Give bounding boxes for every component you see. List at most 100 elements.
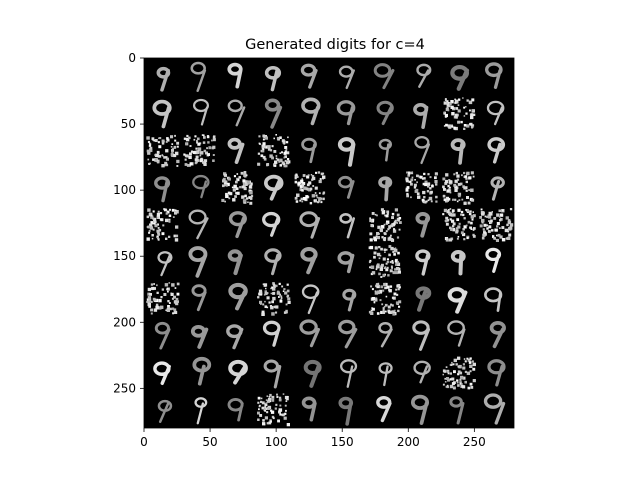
digit-tile	[264, 65, 282, 92]
digit-tile	[442, 356, 476, 390]
digit-tile	[227, 398, 244, 422]
x-tick-label: 250	[463, 435, 486, 449]
digit-tile	[227, 99, 246, 127]
y-tick-label: 150	[113, 249, 136, 263]
digit-tile	[156, 66, 171, 92]
digit-tile	[340, 359, 358, 388]
digit-tile	[414, 136, 431, 165]
digit-tile	[376, 100, 394, 126]
digit-tile	[257, 393, 290, 427]
digit-tile	[337, 251, 355, 274]
digit-tile	[299, 319, 320, 348]
digit-tile	[301, 284, 320, 315]
digit-tile	[447, 287, 468, 314]
digit-tile	[157, 251, 173, 277]
digit-tile	[294, 171, 326, 205]
digit-tile	[410, 394, 430, 425]
y-tick-label: 0	[128, 51, 136, 65]
digit-tile	[483, 393, 506, 425]
digit-tile	[338, 65, 355, 90]
digit-tile	[300, 63, 318, 89]
digit-tile	[486, 100, 505, 126]
digit-tile	[227, 249, 243, 276]
digit-tile	[300, 247, 318, 275]
digit-tile	[190, 61, 207, 93]
digit-tile	[194, 397, 208, 425]
digit-tile	[263, 174, 284, 201]
digit-tile	[228, 211, 247, 239]
digit-tile	[378, 176, 393, 202]
y-tick-label: 200	[113, 315, 136, 329]
digit-tile	[368, 282, 402, 316]
digit-tile	[146, 208, 179, 242]
x-tick-label: 150	[331, 435, 354, 449]
digit-tile	[490, 176, 505, 201]
digit-tile	[157, 399, 173, 423]
digit-tile	[447, 320, 466, 347]
image-panel	[143, 57, 515, 429]
digit-tile	[378, 362, 393, 387]
digit-tile	[339, 213, 355, 239]
digit-tile	[413, 103, 429, 129]
digit-tile	[337, 175, 355, 199]
digit-tile	[442, 171, 475, 205]
digit-tile	[485, 247, 502, 273]
digit-tile	[413, 360, 431, 384]
y-axis: 0 50 100 150 200 250	[113, 51, 144, 395]
digit-tile	[484, 287, 503, 312]
digit-tile	[369, 208, 402, 242]
digit-tile	[450, 138, 466, 165]
digit-tile	[450, 250, 466, 276]
digit-tile	[368, 245, 401, 278]
digit-tile	[487, 359, 506, 387]
digit-tile	[337, 137, 356, 167]
digit-tile	[263, 359, 282, 389]
digit-tile	[415, 212, 431, 238]
digit-tile	[489, 321, 506, 349]
digit-tile	[264, 98, 283, 129]
digit-tile	[487, 137, 506, 164]
digit-tile	[192, 98, 210, 126]
digit-tile	[484, 62, 503, 89]
digit-tile	[378, 322, 393, 348]
digit-tile	[257, 282, 291, 316]
digit-tile	[336, 100, 356, 126]
digit-tile	[227, 137, 245, 164]
x-tick-label: 200	[397, 435, 420, 449]
digit-tile	[378, 138, 393, 162]
digit-tile	[228, 282, 248, 311]
digit-tile	[221, 171, 254, 205]
digit-tile	[191, 284, 207, 312]
digit-tile	[264, 248, 282, 276]
digit-tile	[301, 97, 321, 126]
digit-tile	[146, 134, 180, 168]
digit-tile	[415, 249, 431, 276]
digit-tile	[450, 65, 470, 91]
digit-tile	[183, 134, 216, 167]
digit-tile	[188, 246, 208, 278]
y-tick-label: 250	[113, 381, 136, 395]
digit-tile	[301, 396, 317, 422]
digit-tile	[373, 63, 395, 90]
digit-tile	[415, 286, 432, 312]
digit-tile	[153, 361, 171, 386]
digit-tile	[262, 211, 281, 237]
digit-tile	[449, 396, 465, 425]
y-tick-label: 50	[121, 117, 136, 131]
digit-tile	[146, 282, 180, 315]
digit-tile	[479, 208, 514, 242]
digit-tile	[190, 324, 209, 349]
digit-tile	[338, 396, 354, 426]
digit-tile	[192, 174, 210, 199]
digit-tile	[226, 324, 244, 350]
axes-frame	[143, 57, 515, 429]
digit-tile	[228, 359, 248, 385]
digit-tile	[416, 63, 432, 88]
y-tick-label: 100	[113, 183, 136, 197]
figure-title: Generated digits for c=4	[245, 37, 425, 53]
digit-tile	[188, 209, 209, 240]
digit-tiles	[146, 61, 514, 427]
digit-tile	[299, 211, 321, 239]
